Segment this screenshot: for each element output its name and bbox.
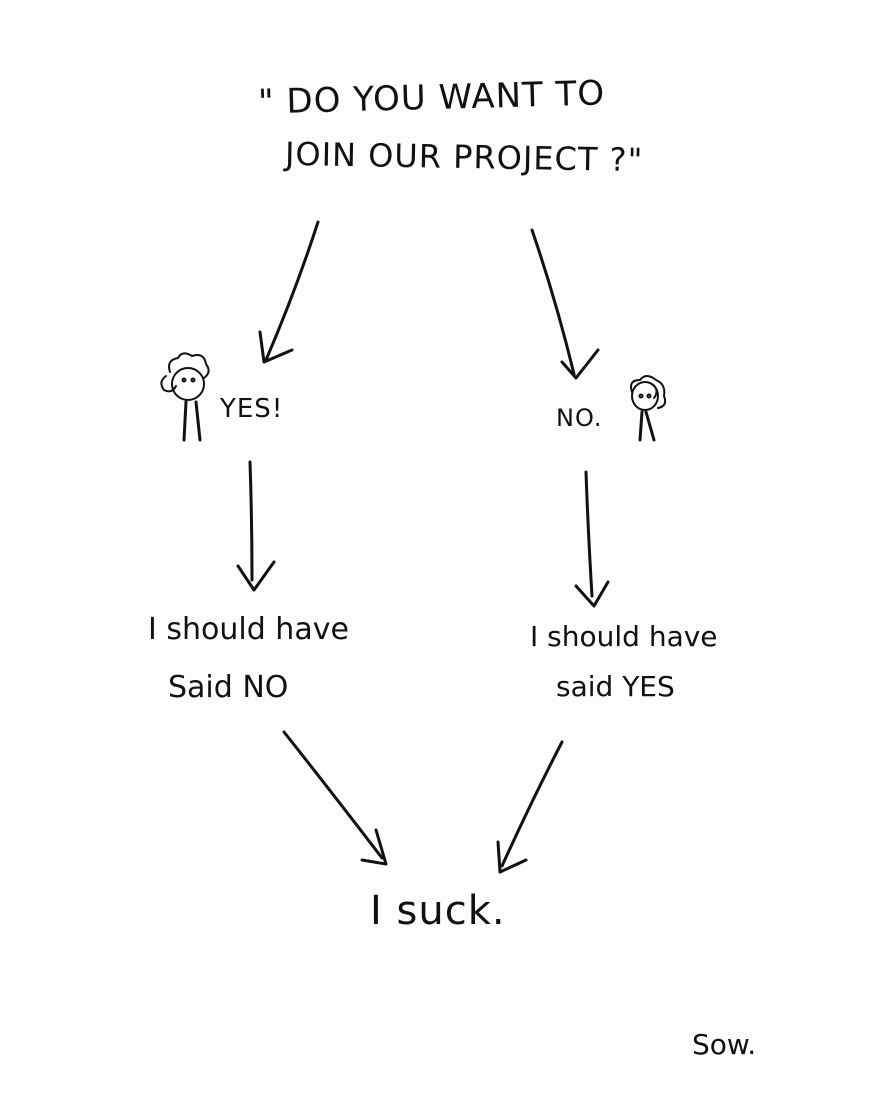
conclusion-text: I suck. [370, 888, 506, 934]
no-result-line-2: said YES [556, 670, 675, 703]
arrow-question-to-yes [258, 220, 320, 364]
arrow-yes-to-result [236, 460, 276, 592]
arrow-question-to-no [530, 228, 600, 380]
no-person-figure [630, 375, 667, 442]
yes-answer-label: YES! [220, 394, 284, 424]
no-result-line-1: I should have [530, 620, 718, 653]
yes-result-line-2: Said NO [168, 670, 289, 705]
artist-signature: Sow. [692, 1028, 757, 1061]
arrow-right-to-conclusion [496, 740, 564, 874]
arrow-no-to-result [574, 470, 610, 608]
question-line-2: JOIN OUR PROJECT ?" [284, 134, 644, 180]
no-answer-label: NO. [556, 404, 603, 432]
yes-result-line-1: I should have [148, 612, 349, 647]
yes-person-figure [160, 352, 210, 442]
arrow-left-to-conclusion [282, 730, 388, 866]
